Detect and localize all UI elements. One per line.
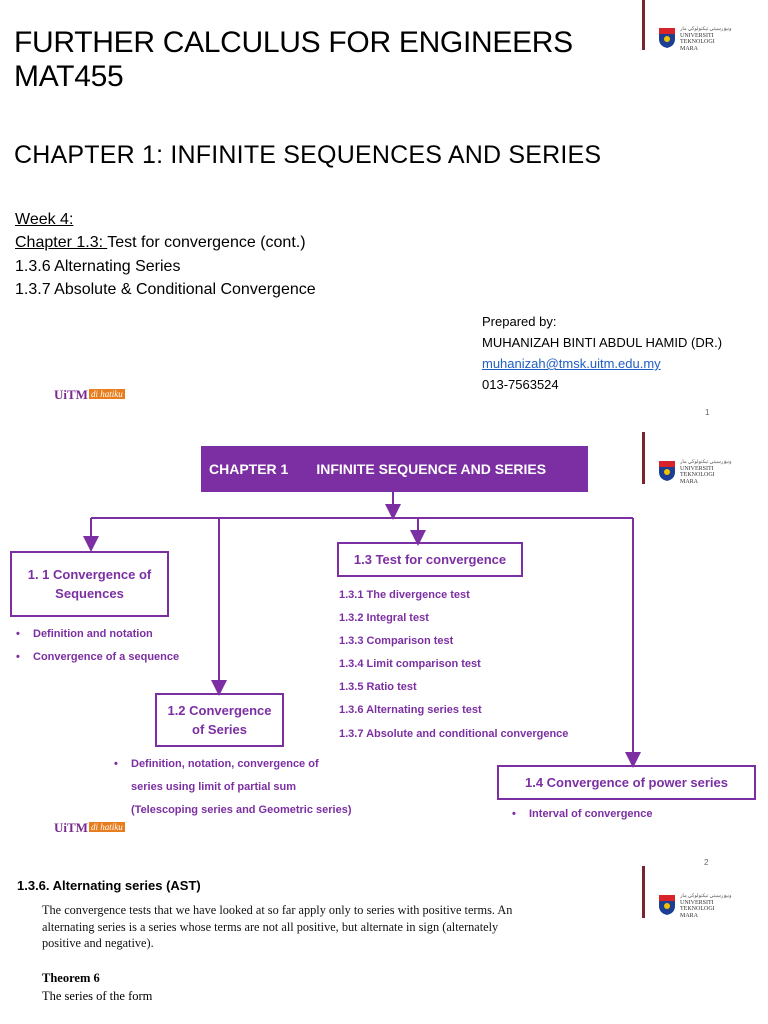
logo-line3: MARA (680, 45, 699, 52)
logo-divider (642, 0, 645, 50)
page-number: 1 (705, 408, 710, 417)
topic-2: 1.3.7 Absolute & Conditional Convergence (15, 280, 316, 298)
logo-line3: MARA (680, 478, 699, 485)
uitm-logo-tag: di hatiku (88, 389, 125, 399)
theorem-title: Theorem 6 (42, 971, 100, 985)
course-code: MAT455 (14, 60, 124, 93)
topic-1-1-items: Definition and notation Convergence of a… (16, 628, 179, 674)
author-phone: 013-7563524 (482, 377, 559, 392)
crest-icon (659, 461, 675, 481)
crest-icon (659, 895, 675, 915)
list-item: 1.3.1 The divergence test (339, 589, 470, 601)
list-item: 1.3.5 Ratio test (339, 681, 417, 694)
chapter-banner: CHAPTER 1 INFINITE SEQUENCE AND SERIES (201, 446, 588, 492)
logo-line2: TEKNOLOGI (680, 906, 715, 913)
list-item: Interval of convergence (512, 808, 652, 831)
uitm-logo-main: UiTM (54, 387, 88, 402)
logo-line1: UNIVERSITI (680, 33, 714, 40)
chapter-ref: Chapter 1.3: (15, 234, 108, 252)
logo-line1: UNIVERSITI (680, 900, 714, 907)
logo-line2: TEKNOLOGI (680, 39, 715, 46)
list-item: 1.3.7 Absolute and conditional convergen… (339, 727, 569, 740)
logo-arabic: ونيۏرسيتي تيكنولوڬي مار (680, 27, 732, 32)
concept-map-connectors (83, 492, 641, 768)
author-name: MUHANIZAH BINTI ABDUL HAMID (DR.) (482, 335, 723, 350)
logo-divider (642, 866, 645, 918)
topic-box-1-4: 1.4 Convergence of power series (497, 765, 756, 800)
logo-arabic: ونيۏرسيتي تيكنولوڬي مار (680, 894, 732, 899)
section-heading: 1.3.6. Alternating series (AST) (17, 878, 201, 893)
banner-chapter: CHAPTER 1 (209, 461, 289, 477)
chapter-heading: CHAPTER 1: INFINITE SEQUENCES AND SERIES (14, 141, 602, 169)
logo-line3: MARA (680, 912, 699, 919)
list-item: 1.3.6 Alternating series test (339, 704, 482, 717)
list-item: 1.3.4 Limit comparison test (339, 658, 481, 671)
slide-2: ونيۏرسيتي تيكنولوڬي مار UNIVERSITI TEKNO… (0, 432, 768, 842)
paragraph-line: alternating series is a series whose ter… (42, 919, 499, 934)
course-title-line1: FURTHER CALCULUS FOR ENGINEERS (14, 26, 573, 59)
banner-title: INFINITE SEQUENCE AND SERIES (316, 461, 547, 477)
topic-1-4-items: Interval of convergence (512, 808, 652, 831)
topic-1-2-items: Definition, notation, convergence of ser… (114, 758, 352, 827)
logo-wordmark: ونيۏرسيتي تيكنولوڬي مار UNIVERSITI TEKNO… (680, 460, 732, 485)
topic-box-1-2: 1.2 Convergence of Series (155, 693, 284, 747)
uitm-logo-main: UiTM (54, 820, 88, 835)
uitm-logo-tag: di hatiku (88, 822, 125, 832)
logo-line2: TEKNOLOGI (680, 472, 715, 479)
week-info: Week 4: Chapter 1.3: Test for convergenc… (15, 208, 316, 301)
chapter-ref-topic: Test for convergence (cont.) (107, 234, 306, 252)
logo-wordmark: ونيۏرسيتي تيكنولوڬي مار UNIVERSITI TEKNO… (680, 27, 732, 52)
author-email-link[interactable]: muhanizah@tmsk.uitm.edu.my (482, 356, 661, 371)
list-item: Definition, notation, convergence of (114, 758, 352, 781)
page-number: 2 (704, 858, 709, 867)
course-title: FURTHER CALCULUS FOR ENGINEERS MAT455 (14, 26, 573, 94)
paragraph-line: The convergence tests that we have looke… (42, 903, 513, 917)
topic-box-1-3: 1.3 Test for convergence (337, 542, 523, 577)
week-label: Week 4: (15, 211, 74, 228)
logo-divider (642, 432, 645, 484)
list-item: Convergence of a sequence (16, 651, 179, 674)
author-block: Prepared by: MUHANIZAH BINTI ABDUL HAMID… (482, 311, 722, 395)
slide-1: FURTHER CALCULUS FOR ENGINEERS MAT455 ون… (0, 0, 768, 425)
prepared-by-label: Prepared by: (482, 314, 557, 329)
list-item: series using limit of partial sum (131, 781, 297, 794)
logo-wordmark: ونيۏرسيتي تيكنولوڬي مار UNIVERSITI TEKNO… (680, 894, 732, 919)
list-item: 1.3.2 Integral test (339, 612, 429, 625)
topic-1-3-items: 1.3.1 The divergence test 1.3.2 Integral… (339, 589, 568, 751)
logo-line1: UNIVERSITI (680, 466, 714, 473)
logo-arabic: ونيۏرسيتي تيكنولوڬي مار (680, 460, 732, 465)
theorem-text: The series of the form (42, 989, 153, 1003)
list-item: (Telescoping series and Geometric series… (131, 804, 352, 817)
list-item: Definition and notation (16, 628, 179, 651)
paragraph-line: positive and negative). (42, 936, 154, 950)
crest-icon (659, 28, 675, 48)
topic-1: 1.3.6 Alternating Series (15, 257, 181, 275)
topic-box-1-1: 1. 1 Convergence of Sequences (10, 551, 169, 617)
slide-3: ونيۏرسيتي تيكنولوڬي مار UNIVERSITI TEKNO… (0, 866, 768, 1024)
intro-paragraph: The convergence tests that we have looke… (42, 902, 512, 952)
list-item: 1.3.3 Comparison test (339, 635, 454, 648)
